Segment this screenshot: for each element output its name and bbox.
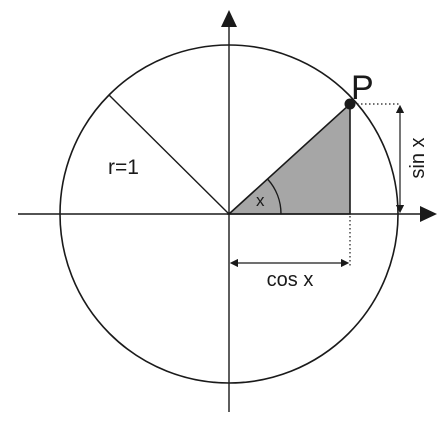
radius-line [108,94,230,215]
angle-label: x [256,191,265,210]
cosine-label: cos x [267,269,314,291]
shaded-triangle [226,102,351,215]
arrow-right-icon [420,206,437,222]
angle-arc [266,178,282,215]
sine-label: sin x [407,137,429,178]
arrow-up-icon [221,10,237,27]
point-p-label: P [351,69,374,107]
radius-label: r=1 [108,156,139,179]
point-p-dot [344,98,356,110]
